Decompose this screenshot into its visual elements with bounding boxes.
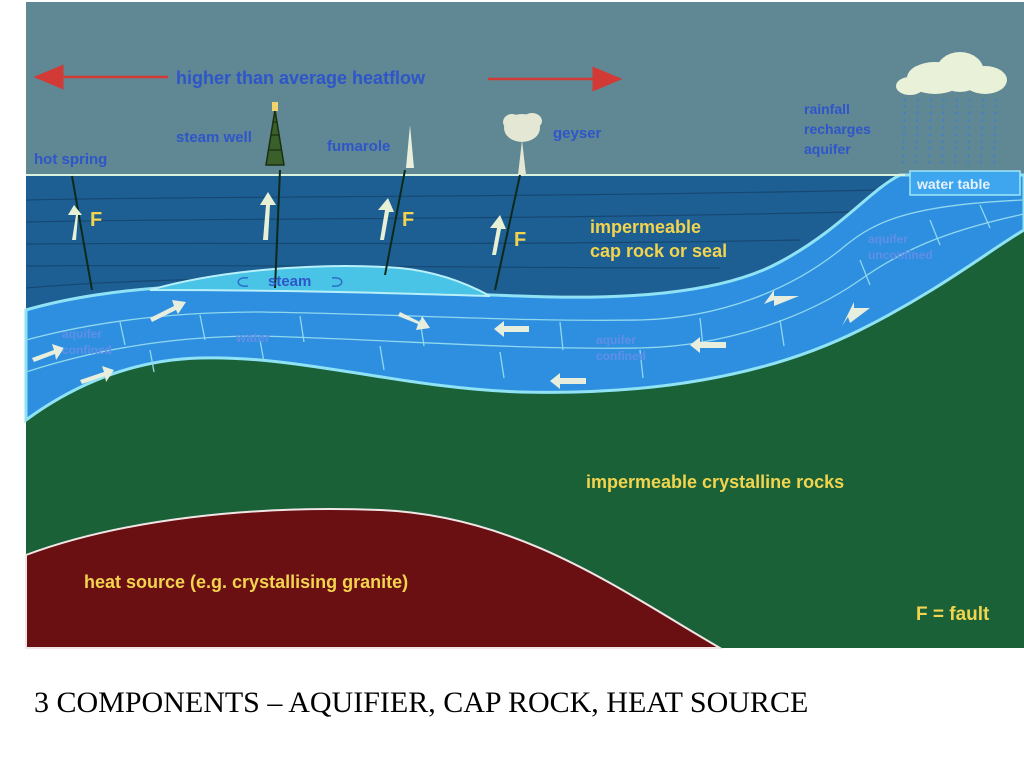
geothermal-diagram: F F F water table (24, 2, 1024, 649)
cap-rock-label-line-1: impermeable (590, 217, 701, 237)
aquifer-unconfined-line-1: aquifer (868, 232, 908, 246)
steam-swirl-right (331, 277, 343, 287)
rainfall-label-line-3: aquifer (804, 141, 851, 157)
fumarole-label: fumarole (327, 138, 390, 155)
rainfall-label-line-2: recharges (804, 121, 871, 137)
hot-spring-label: hot spring (34, 151, 107, 168)
geyser (503, 113, 542, 175)
heat-source-layer (25, 508, 724, 649)
aquifer-confined-left-line-2: confined (62, 343, 112, 357)
rainfall-label-line-1: rainfall (804, 101, 850, 117)
geothermal-diagram-svg: F F F water table (24, 2, 1024, 649)
rain-cloud-icon (896, 52, 1007, 166)
fault-lines (71, 169, 521, 291)
water-table-box (909, 170, 1021, 196)
aquifer-confined-right-line-1: aquifer (596, 333, 636, 347)
fumarole (406, 125, 414, 168)
cap-rock-label-line-2: cap rock or seal (590, 241, 727, 261)
crystalline-rocks-label: impermeable crystalline rocks (586, 472, 844, 492)
water-table-label: water table (916, 176, 990, 192)
heatflow-label: higher than average heatflow (176, 68, 426, 88)
geyser-label: geyser (553, 125, 602, 142)
steam-label: steam (268, 273, 311, 290)
aquifer-confined-left-line-1: aquifer (62, 327, 102, 341)
steam-well-label: steam well (176, 129, 252, 146)
fault-marker-1: F (90, 209, 102, 231)
aquifer-flow-arrows (32, 290, 870, 389)
heat-source-label: heat source (e.g. crystallising granite) (84, 572, 408, 592)
aquifer-confined-right-line-2: confined (596, 349, 646, 363)
water-label: water (235, 330, 270, 345)
slide-caption: 3 COMPONENTS – AQUIFIER, CAP ROCK, HEAT … (34, 686, 809, 719)
fault-marker-2: F (402, 209, 414, 231)
upflow-arrows (68, 192, 506, 255)
fault-marker-3: F (514, 229, 526, 251)
steam-swirl-left (237, 277, 249, 287)
aquifer-strata (25, 199, 1024, 379)
fault-legend: F = fault (916, 604, 990, 625)
steam-pocket (149, 265, 491, 297)
aquifer-unconfined-line-2: unconfined (868, 248, 933, 262)
steam-well-derrick (265, 102, 285, 166)
